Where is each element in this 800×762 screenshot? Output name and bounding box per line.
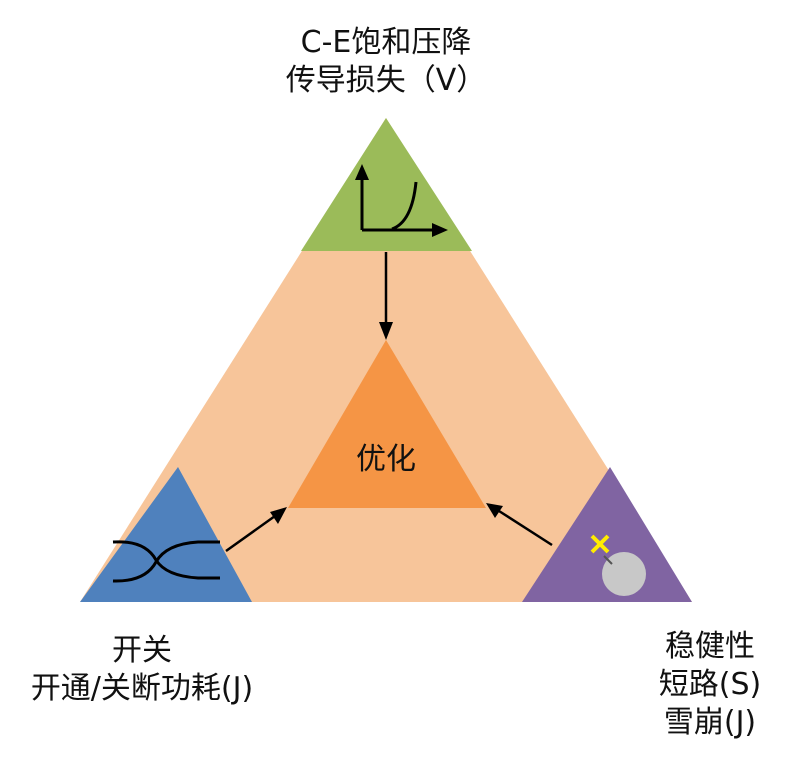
- center-triangle: [288, 340, 486, 508]
- top-label-line2: 传导损失（V）: [285, 63, 487, 98]
- top-triangle: [301, 118, 472, 251]
- arrow-left-to-center: [225, 507, 287, 553]
- right-label: 稳健性 短路(S) 雪崩(J): [648, 628, 772, 742]
- left-label-line2: 开通/关断功耗(J): [30, 671, 254, 706]
- iv-curve-icon: [355, 164, 448, 237]
- switching-waveform-icon: [112, 540, 220, 583]
- right-label-line3: 雪崩(J): [663, 705, 757, 740]
- bomb-icon: [590, 534, 646, 596]
- arrow-right-to-center: [486, 503, 553, 547]
- left-triangle: [80, 467, 252, 602]
- right-label-line1: 稳健性: [665, 629, 755, 664]
- top-label-line1: C-E饱和压降: [300, 25, 472, 60]
- top-label: C-E饱和压降 传导损失（V）: [280, 24, 492, 100]
- arrow-top-to-center: [379, 252, 393, 340]
- left-label: 开关 开通/关断功耗(J): [4, 632, 280, 708]
- left-label-line1: 开关: [112, 633, 172, 668]
- right-triangle: [522, 467, 692, 602]
- right-label-line2: 短路(S): [658, 667, 762, 702]
- center-label: 优化: [356, 442, 416, 477]
